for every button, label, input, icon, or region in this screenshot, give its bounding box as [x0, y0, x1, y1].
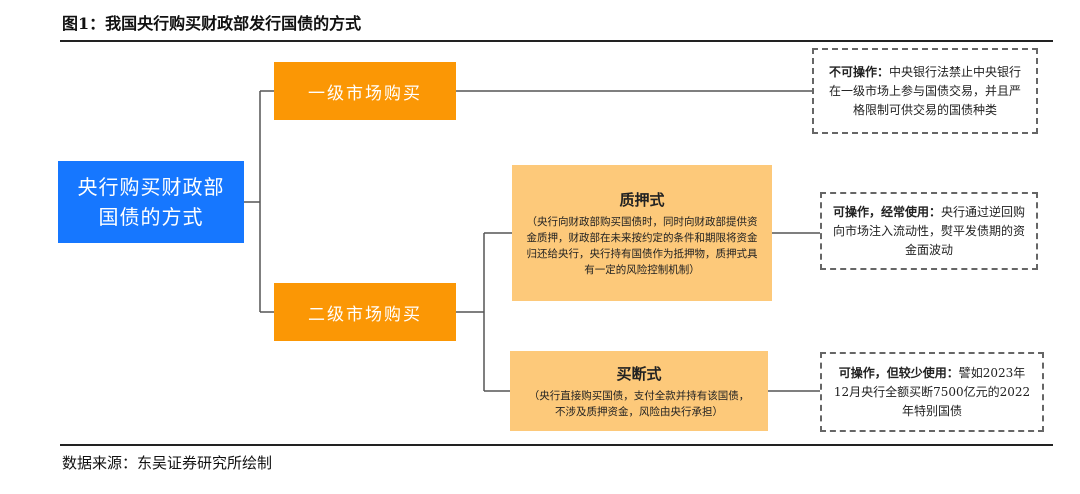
outright-method-node: 买断式 （央行直接购买国债，支付全款并持有该国债，不涉及质押资金，风险由央行承担… [510, 351, 768, 431]
data-source: 数据来源：东吴证券研究所绘制 [62, 454, 273, 472]
pledge-note: 可操作，经常使用：央行通过逆回购向市场注入流动性，熨平发债期的资金面波动 [820, 192, 1038, 270]
outright-title: 买断式 [616, 364, 662, 383]
root-label-line2: 国债的方式 [98, 205, 204, 229]
primary-market-node: 一级市场购买 [274, 62, 456, 120]
pledge-title: 质押式 [619, 190, 665, 209]
root-label-line1: 央行购买财政部 [77, 175, 225, 199]
top-rule [60, 40, 1053, 42]
pledge-note-lead: 可操作，经常使用： [832, 204, 941, 219]
outright-note-text: 譬如2023年12月央行全额买断7500亿元的2022年特别国债 [833, 365, 1031, 418]
primary-market-note: 不可操作：中央银行法禁止中央银行在一级市场上参与国债交易，并且严格限制可供交易的… [812, 48, 1038, 134]
primary-note-text: 中央银行法禁止中央银行在一级市场上参与国债交易，并且严格限制可供交易的国债种类 [828, 64, 1022, 117]
secondary-market-node: 二级市场购买 [274, 283, 456, 341]
root-connector [244, 90, 274, 313]
bottom-rule [60, 444, 1053, 446]
pledge-description: （央行向财政部购买国债时，同时向财政部提供资金质押，财政部在未来按约定的条件和期… [526, 215, 758, 276]
outright-note: 可操作，但较少使用：譬如2023年12月央行全额买断7500亿元的2022年特别… [820, 352, 1044, 432]
root-node: 央行购买财政部 国债的方式 [58, 161, 244, 243]
pledge-method-node: 质押式 （央行向财政部购买国债时，同时向财政部提供资金质押，财政部在未来按约定的… [512, 165, 772, 301]
pledge-note-text: 央行通过逆回购向市场注入流动性，熨平发债期的资金面波动 [832, 204, 1026, 257]
secondary-method-connector [456, 232, 512, 392]
figure-title: 图1：我国央行购买财政部发行国债的方式 [62, 14, 362, 33]
primary-note-lead: 不可操作： [828, 64, 889, 79]
outright-note-lead: 可操作，但较少使用： [838, 365, 959, 380]
outright-description: （央行直接购买国债，支付全款并持有该国债，不涉及质押资金，风险由央行承担） [528, 389, 750, 418]
